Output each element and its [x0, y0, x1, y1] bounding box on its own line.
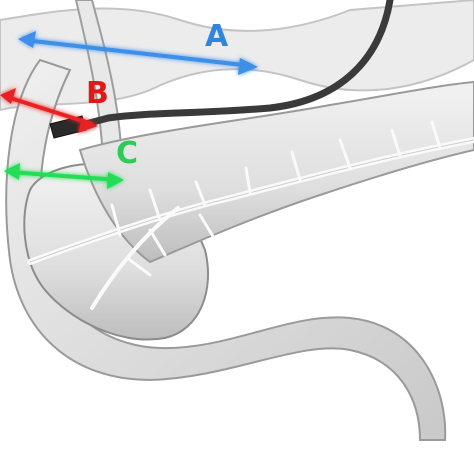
catheter	[74, 0, 394, 130]
arrow-a	[18, 31, 258, 75]
pancreas-body	[78, 80, 474, 264]
stomach-shape	[0, 0, 474, 112]
label-c: C	[116, 136, 138, 171]
arrow-c	[4, 163, 124, 189]
arrow-b	[0, 88, 98, 133]
label-a: A	[205, 19, 229, 54]
label-b: B	[86, 76, 109, 111]
pancreatic-duct	[27, 120, 474, 310]
